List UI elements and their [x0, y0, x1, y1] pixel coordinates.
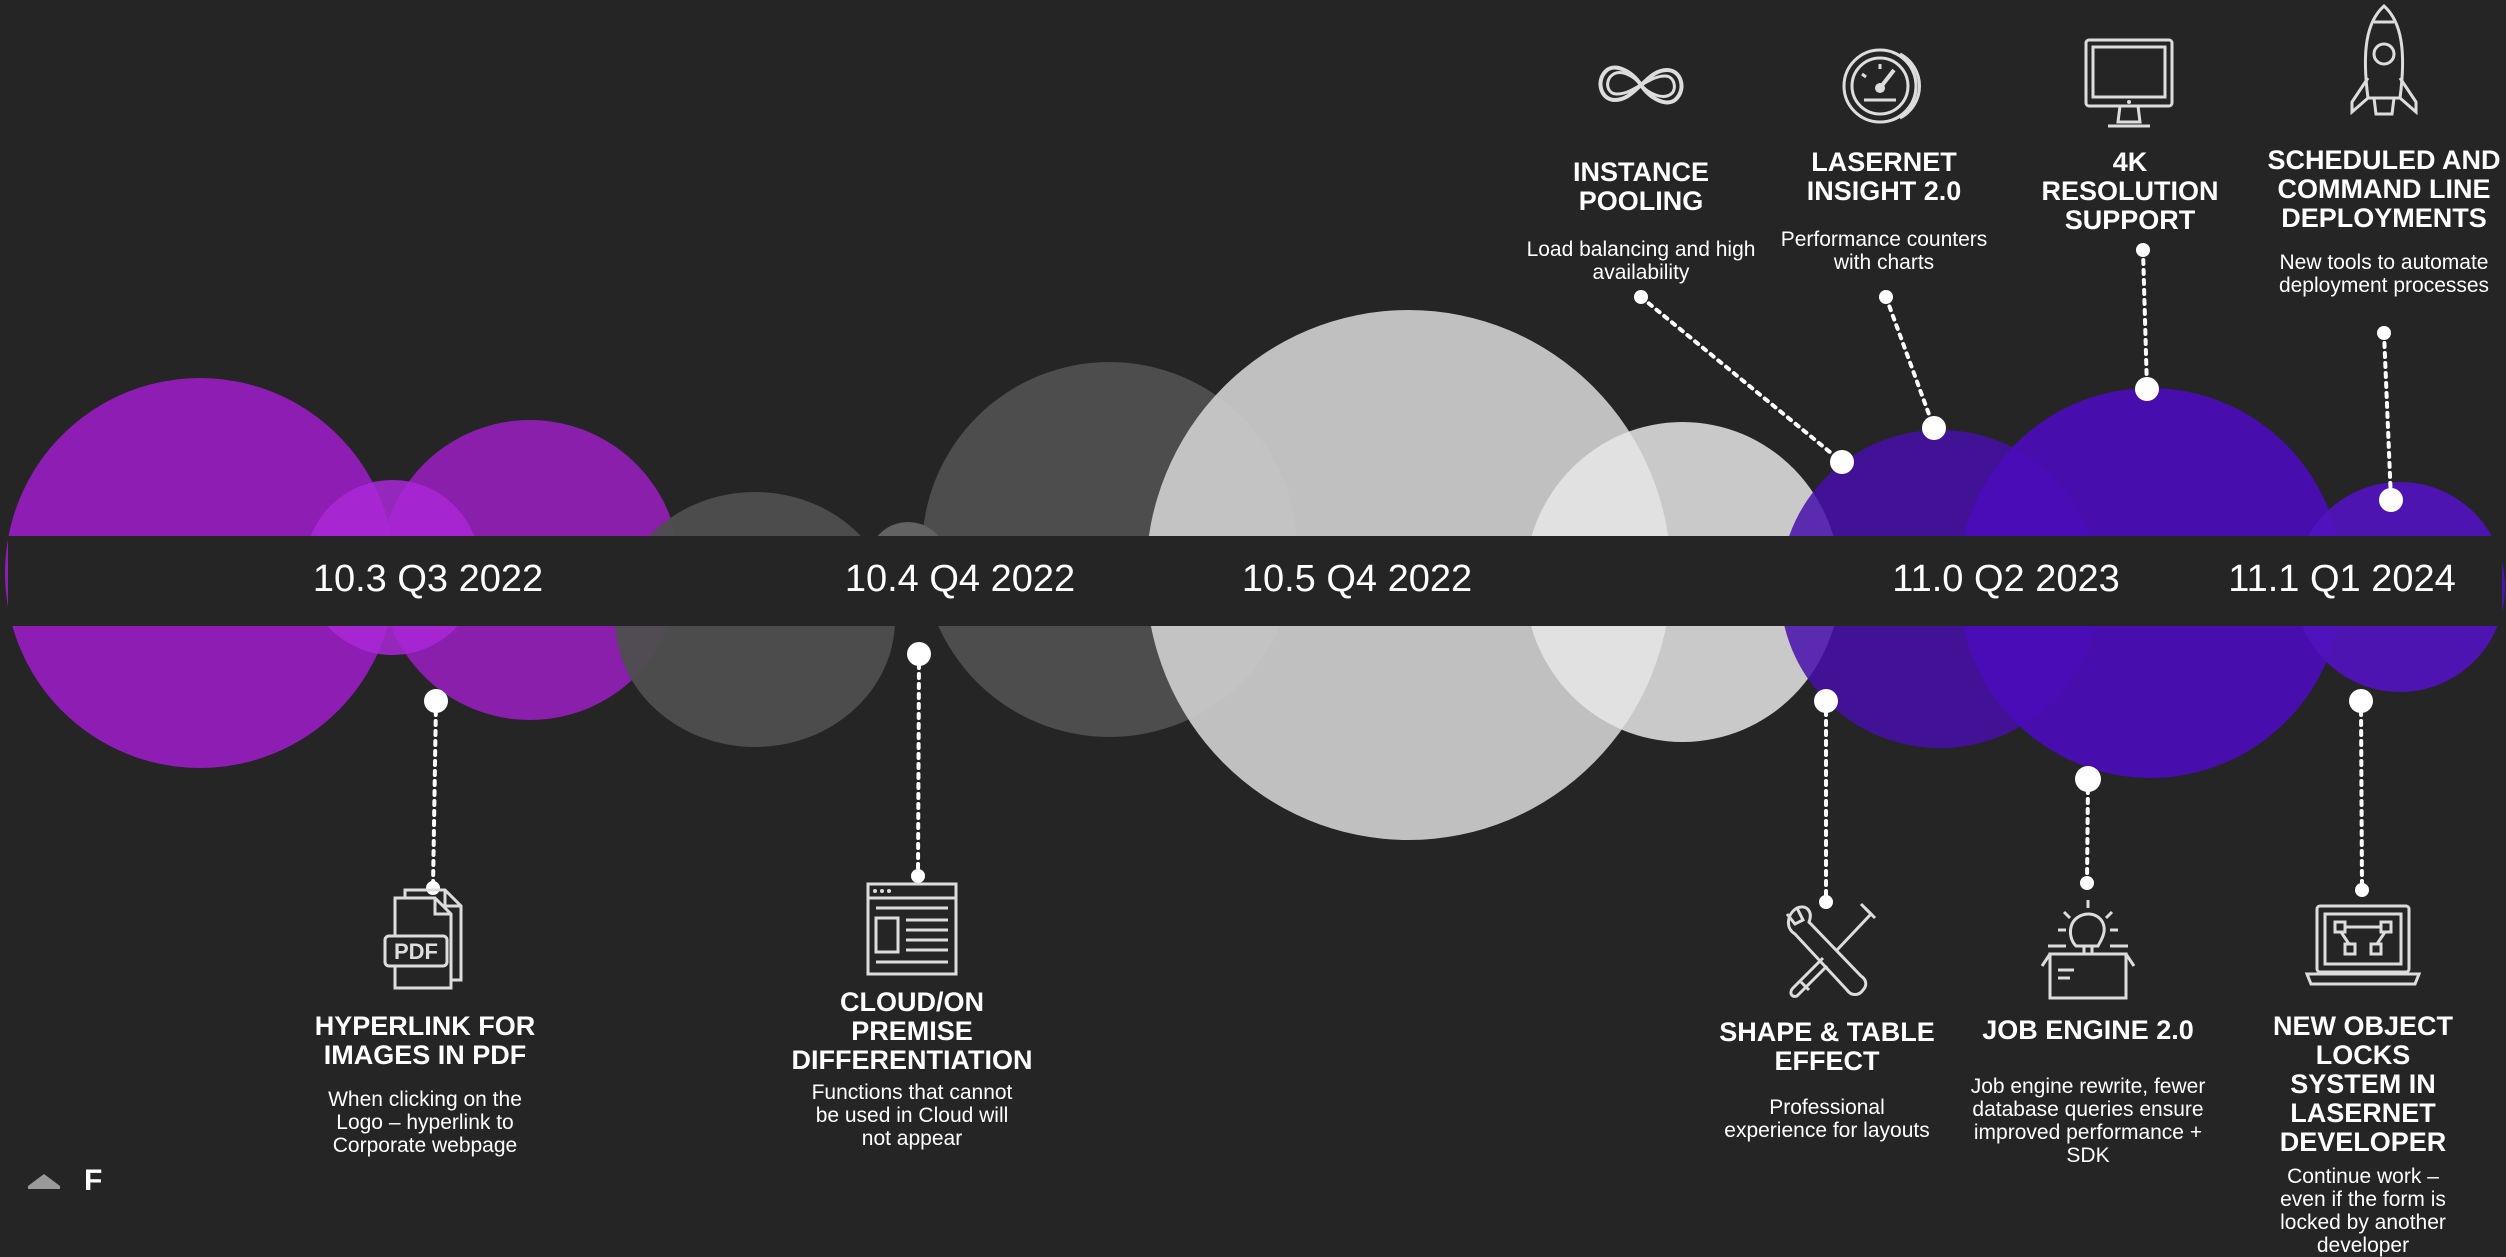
node-shape-table-end: [1819, 895, 1833, 909]
version-label-10-3: 10.3 Q3 2022: [312, 558, 544, 600]
version-label-11-0: 11.0 Q2 2023: [1892, 558, 2120, 600]
logo-mark-icon: [28, 1174, 60, 1189]
version-label-11-1: 11.1 Q1 2024: [2228, 558, 2456, 600]
node-object-locks-end: [2355, 883, 2369, 897]
feature-title: LASERNET INSIGHT 2.0: [1806, 147, 1962, 206]
feature-title: CLOUD/ON PREMISE DIFFERENTIATION: [791, 987, 1033, 1075]
feature-object-locks: NEW OBJECT LOCKS SYSTEM IN LASERNET DEVE…: [2233, 900, 2493, 1257]
timeline-band: [8, 536, 2502, 626]
feature-description: Functions that cannot be used in Cloud w…: [811, 1081, 1013, 1150]
feature-title: 4K RESOLUTION SUPPORT: [2041, 147, 2219, 235]
connector-object-locks: [2359, 699, 2364, 892]
feature-description: Job engine rewrite, fewer database queri…: [1970, 1075, 2206, 1167]
feature-title: SHAPE & TABLE EFFECT: [1719, 1017, 1935, 1076]
node-4k: [2135, 377, 2159, 401]
lightbulb-box-icon: [2040, 900, 2136, 1000]
feature-title: INSTANCE POOLING: [1572, 157, 1709, 216]
connector-insight: [1884, 295, 1936, 430]
infinity-icon: [1598, 65, 1684, 105]
node-job-engine: [2075, 766, 2101, 792]
company-logo: F: [24, 1164, 102, 1197]
feature-instance-pooling: INSTANCE POOLING Load balancing and high…: [1511, 50, 1771, 284]
node-deployments-end: [2377, 326, 2391, 340]
rocket-icon: [2350, 3, 2418, 116]
speedometer-icon: [1842, 48, 1922, 124]
version-label-10-5: 10.5 Q4 2022: [1241, 558, 1473, 600]
feature-description: Load balancing and high availability: [1526, 238, 1756, 284]
monitor-icon: [2084, 38, 2174, 128]
connector-4k: [2141, 248, 2149, 391]
node-job-engine-end: [2080, 876, 2094, 890]
feature-hyperlink-pdf: PDF HYPERLINK FOR IMAGES IN PDF When cli…: [295, 884, 555, 1157]
feature-description: Continue work – even if the form is lock…: [2280, 1165, 2446, 1257]
feature-title: NEW OBJECT LOCKS SYSTEM IN LASERNET DEVE…: [2272, 1011, 2453, 1157]
node-shape-table: [1814, 689, 1838, 713]
node-insight-end: [1879, 290, 1893, 304]
node-insight: [1922, 416, 1946, 440]
svg-text:PDF: PDF: [394, 939, 438, 964]
node-instance-pooling-end: [1634, 290, 1648, 304]
feature-description: When clicking on the Logo – hyperlink to…: [328, 1088, 522, 1157]
logo-text: F: [84, 1164, 103, 1197]
feature-scheduled-deployments: SCHEDULED AND COMMAND LINE DEPLOYMENTS N…: [2254, 2, 2506, 297]
version-label-10-4: 10.4 Q4 2022: [844, 558, 1076, 600]
connector-cloud: [916, 652, 921, 878]
tools-icon: [1785, 902, 1877, 998]
feature-lasernet-insight: LASERNET INSIGHT 2.0 Performance counter…: [1754, 44, 2014, 274]
feature-job-engine: JOB ENGINE 2.0 Job engine rewrite, fewer…: [1958, 898, 2218, 1167]
feature-shape-table: SHAPE & TABLE EFFECT Professional experi…: [1697, 900, 1957, 1142]
node-instance-pooling: [1830, 450, 1854, 474]
node-4k-end: [2136, 243, 2150, 257]
feature-title: JOB ENGINE 2.0: [1982, 1015, 2194, 1045]
feature-title: HYPERLINK FOR IMAGES IN PDF: [314, 1011, 536, 1070]
node-hyperlink: [424, 689, 448, 713]
connector-instance-pooling: [1639, 295, 1844, 464]
laptop-nodes-icon: [2304, 904, 2422, 986]
connector-job-engine: [2085, 777, 2090, 885]
browser-window-icon: [866, 882, 958, 976]
pdf-icon: PDF: [383, 888, 463, 990]
feature-description: Professional experience for layouts: [1724, 1096, 1930, 1142]
node-object-locks: [2349, 689, 2373, 713]
node-cloud: [907, 642, 931, 666]
feature-description: New tools to automate deployment process…: [2278, 251, 2490, 297]
node-cloud-end: [911, 869, 925, 883]
connector-hyperlink: [431, 699, 438, 890]
feature-description: Performance counters with charts: [1780, 228, 1988, 274]
feature-4k-resolution: 4K RESOLUTION SUPPORT: [2000, 36, 2260, 235]
feature-title: SCHEDULED AND COMMAND LINE DEPLOYMENTS: [2267, 145, 2501, 233]
feature-cloud-premise: CLOUD/ON PREMISE DIFFERENTIATION Functio…: [782, 878, 1042, 1150]
node-deployments: [2379, 488, 2403, 512]
roadmap-timeline: 10.3 Q3 2022 10.4 Q4 2022 10.5 Q4 2022 1…: [5, 2, 2506, 1257]
connector-deployments: [2382, 331, 2393, 502]
